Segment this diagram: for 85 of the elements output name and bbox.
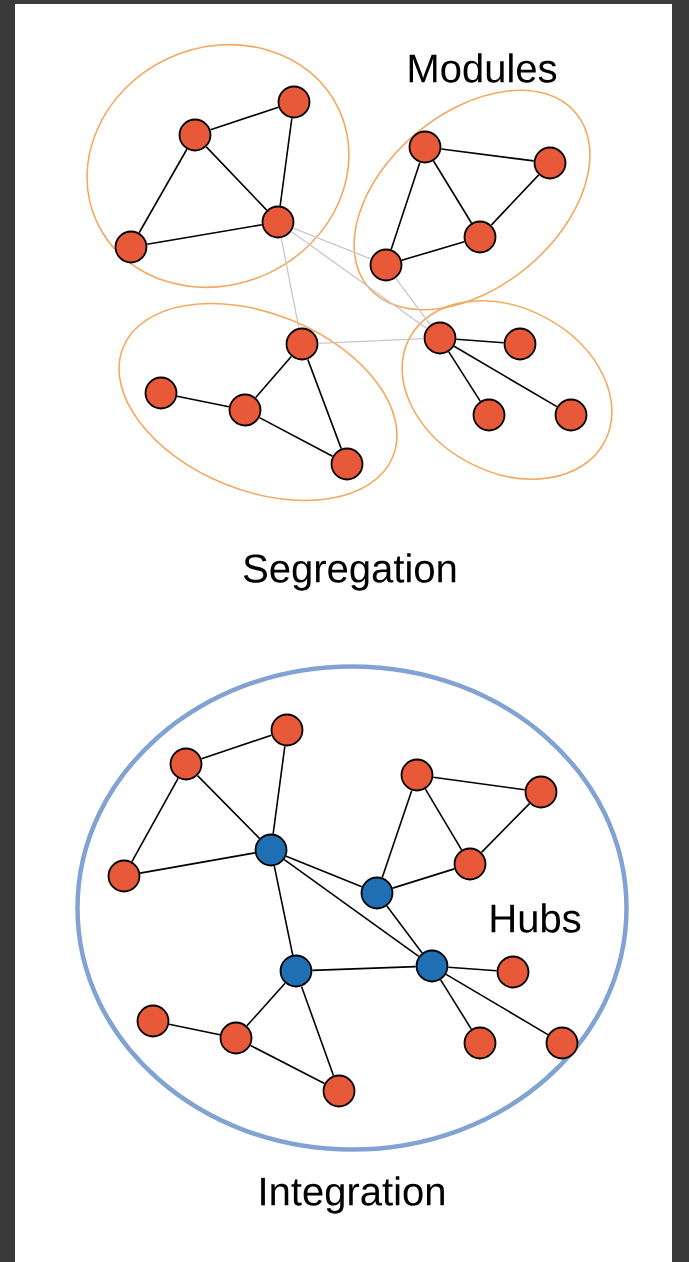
network-link <box>246 982 286 1027</box>
hub-node <box>360 876 394 910</box>
network-node <box>261 205 295 239</box>
network-node <box>554 398 588 432</box>
network-link <box>447 966 498 972</box>
network-link <box>391 868 456 889</box>
network-link <box>300 985 335 1077</box>
network-link <box>258 416 334 458</box>
network-node <box>545 1026 579 1060</box>
network-link <box>440 148 535 162</box>
caption-label: Integration <box>261 1176 444 1214</box>
network-node <box>270 713 304 747</box>
network-link <box>317 338 425 344</box>
network-node <box>107 859 141 893</box>
network-node <box>178 118 212 152</box>
module-outline <box>118 302 398 502</box>
network-link <box>205 146 268 211</box>
network-link <box>490 174 540 226</box>
hub-node <box>279 954 313 988</box>
network-link <box>455 338 505 344</box>
network-node <box>463 1026 497 1060</box>
network-node <box>144 376 178 410</box>
network-node <box>463 220 497 254</box>
network-link <box>279 117 293 207</box>
network-node <box>503 327 537 361</box>
network-link <box>272 745 286 835</box>
network-link <box>176 395 230 408</box>
network-node <box>219 1021 253 1055</box>
network-node <box>423 321 457 355</box>
network-link <box>273 865 294 956</box>
network-link <box>168 1023 221 1036</box>
network-node <box>114 230 148 264</box>
network-link <box>139 852 256 874</box>
caption-label: Segregation <box>243 553 456 591</box>
network-node <box>408 130 442 164</box>
network-node <box>228 393 262 427</box>
hub-node <box>415 949 449 983</box>
module-outline <box>86 44 350 288</box>
network-node <box>322 1074 356 1108</box>
network-link <box>432 776 526 791</box>
module-outline <box>353 89 591 311</box>
network-node <box>169 747 203 781</box>
network-link <box>254 355 293 399</box>
network-link <box>306 358 343 450</box>
network-link <box>386 905 423 954</box>
network-link <box>381 789 413 879</box>
module-outline <box>401 300 613 480</box>
network-link <box>292 227 372 260</box>
network-link <box>445 973 549 1036</box>
network-link <box>448 351 481 402</box>
network-node <box>533 146 567 180</box>
network-link <box>196 774 261 840</box>
hub-node <box>254 833 288 867</box>
network-link <box>285 855 363 888</box>
network-link <box>249 1044 326 1085</box>
network-outline <box>75 664 629 1152</box>
network-link <box>311 965 417 972</box>
network-node <box>330 447 364 481</box>
network-link <box>131 777 179 863</box>
network-link <box>290 230 428 330</box>
network-link <box>200 734 273 760</box>
network-link <box>209 106 280 131</box>
network-node <box>369 248 403 282</box>
caption-label: Hubs <box>491 903 581 933</box>
network-link <box>146 223 263 246</box>
network-link <box>480 802 531 854</box>
network-node <box>472 398 506 432</box>
network-node <box>524 775 558 809</box>
network-link <box>400 240 466 262</box>
network-node <box>496 955 530 989</box>
network-link <box>138 148 188 234</box>
network-link <box>390 161 421 251</box>
network-node <box>285 327 319 361</box>
network-link <box>395 277 431 326</box>
network-node <box>453 847 487 881</box>
network-link <box>439 979 473 1030</box>
network-link <box>432 160 473 224</box>
network-node <box>277 85 311 119</box>
network-link <box>453 345 558 408</box>
network-link <box>424 788 463 851</box>
network-node <box>400 758 434 792</box>
caption-label: Modules <box>409 53 557 83</box>
network-link <box>280 237 300 329</box>
network-node <box>136 1004 170 1038</box>
network-link <box>283 858 420 958</box>
